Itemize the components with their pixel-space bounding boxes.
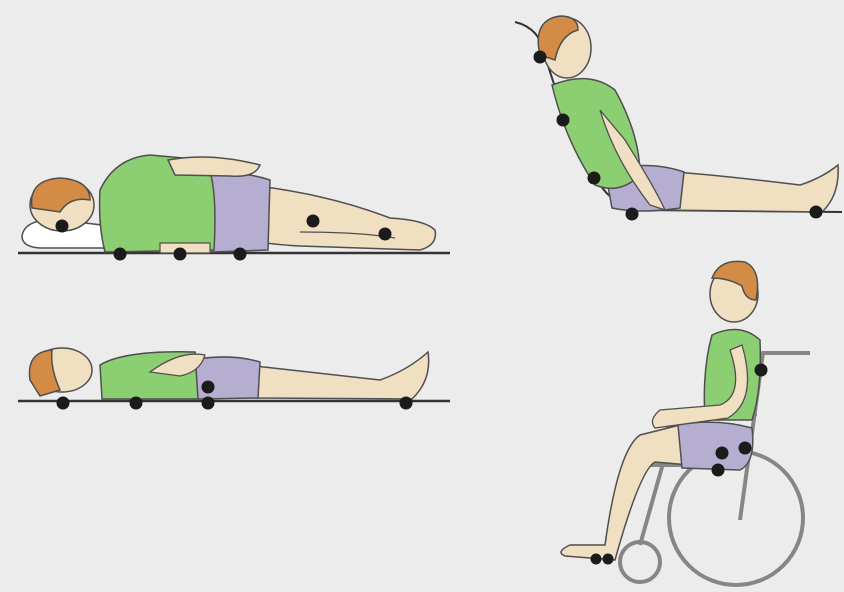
supine-figure [18, 348, 450, 410]
semi-fowler-figure [515, 16, 842, 221]
wheelchair-rear-wheel [669, 451, 803, 585]
pressure-point [810, 206, 823, 219]
pressure-point [130, 397, 143, 410]
pressure-point [557, 114, 570, 127]
pressure-point [202, 397, 215, 410]
shorts [210, 174, 270, 252]
pressure-point [591, 554, 602, 565]
pressure-point [57, 397, 70, 410]
pressure-point [626, 208, 639, 221]
pressure-point [114, 248, 127, 261]
pressure-point [174, 248, 187, 261]
legs [255, 352, 429, 399]
pressure-point [234, 248, 247, 261]
pressure-point [588, 172, 601, 185]
pressure-point [739, 442, 752, 455]
pressure-point [307, 215, 320, 228]
wheelchair-figure [561, 261, 810, 585]
wheelchair-front-wheel [620, 542, 660, 582]
pressure-point [56, 220, 69, 233]
shorts [192, 357, 260, 399]
pressure-point [534, 51, 547, 64]
legs [250, 186, 435, 250]
arm [168, 157, 260, 176]
pressure-point [400, 397, 413, 410]
pressure-point [603, 554, 614, 565]
pressure-point [202, 381, 215, 394]
pressure-point [712, 464, 725, 477]
pressure-point [379, 228, 392, 241]
pressure-point [755, 364, 768, 377]
side-lying-figure [18, 155, 450, 261]
pressure-point [716, 447, 729, 460]
